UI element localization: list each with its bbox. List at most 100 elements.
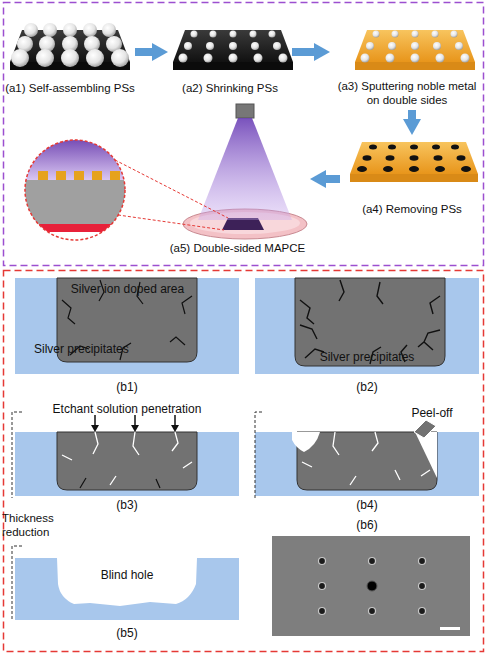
annotation: Silver ion doped area <box>60 282 195 296</box>
penetration-arrow <box>91 425 179 432</box>
metal-pad <box>92 171 102 180</box>
sem-hole <box>369 608 376 615</box>
ps-sphere <box>61 49 79 67</box>
step-panel: (a5) Double-sided MAPCE <box>165 105 310 260</box>
ps-sphere <box>251 42 259 50</box>
hole <box>369 145 377 150</box>
metal-pad <box>56 171 66 180</box>
stage-panel: Peel-off (b4) <box>252 404 482 516</box>
ps-sphere <box>279 54 288 63</box>
ps-sphere <box>461 54 470 63</box>
hole <box>383 166 393 172</box>
ps-sphere <box>63 23 77 37</box>
sem-hole <box>319 583 326 590</box>
sem-hole <box>419 558 426 565</box>
ps-sphere <box>432 31 439 38</box>
ps-sphere <box>229 54 238 63</box>
glass <box>255 432 479 496</box>
sem-hole <box>419 608 426 615</box>
substrate <box>173 62 293 70</box>
ps-sphere <box>455 42 463 50</box>
substrate <box>173 30 293 62</box>
blind-hole <box>57 558 197 606</box>
panel-caption: (a3) Sputtering noble metal on double si… <box>330 80 484 108</box>
peeled-flap <box>414 420 436 438</box>
ps-sphere <box>86 49 104 67</box>
step-panel: (a2) Shrinking PSs <box>168 4 292 100</box>
annotation: Peel-off <box>397 406 467 420</box>
glass <box>15 558 239 620</box>
zoom-leader <box>118 215 224 230</box>
hole <box>461 166 471 172</box>
ps-sphere <box>36 49 54 67</box>
ps-sphere <box>43 23 57 37</box>
sem-hole <box>319 558 326 565</box>
thickness-bracket <box>12 412 22 498</box>
ps-sphere <box>412 31 419 38</box>
ps-sphere <box>411 54 420 63</box>
panel-caption: (b6) <box>252 518 482 532</box>
panel-caption: (b4) <box>252 498 482 512</box>
thickness-bracket <box>255 412 262 498</box>
sem-hole <box>419 583 426 590</box>
process-arrow <box>408 110 416 127</box>
panel-caption: (a4) Removing PSs <box>335 203 487 217</box>
panel-caption: (a1) Self-assembling PSs <box>0 82 140 96</box>
lamp <box>236 104 254 118</box>
ps-sphere <box>24 23 38 37</box>
panel-caption: (a5) Double-sided MAPCE <box>150 242 325 256</box>
ps-sphere <box>230 31 237 38</box>
group-frame <box>4 3 484 266</box>
ps-sphere <box>451 31 458 38</box>
scale-bar <box>440 627 460 630</box>
ps-sphere <box>250 31 257 38</box>
ps-sphere <box>204 54 213 63</box>
ps-sphere <box>206 42 214 50</box>
metal-pad <box>38 171 48 180</box>
removed-area <box>292 432 320 452</box>
stage-panel: Silver precipitates(b2) <box>252 276 482 400</box>
hole <box>451 145 459 150</box>
hole <box>410 155 419 161</box>
annotation: Thickness reduction <box>2 512 66 540</box>
ps-sphere <box>436 54 445 63</box>
crack <box>300 280 440 364</box>
crack <box>80 478 160 488</box>
hole <box>409 166 419 172</box>
hole <box>432 145 440 150</box>
process-arrow <box>318 175 340 183</box>
ps-sphere <box>392 31 399 38</box>
hole <box>434 155 443 161</box>
stage-panel: Silver ion doped areaSilver precipitates… <box>12 276 242 400</box>
process-arrow <box>135 48 160 56</box>
zoom-leader <box>115 160 228 218</box>
process-arrow <box>292 48 322 56</box>
hole <box>363 155 372 161</box>
ps-sphere <box>388 42 396 50</box>
panel-caption: (b5) <box>12 626 242 640</box>
light-beam <box>198 118 292 220</box>
etchant-path <box>302 432 430 485</box>
inset-layer <box>20 224 130 232</box>
panel-caption: (a2) Shrinking PSs <box>163 82 297 96</box>
panel-caption: (b2) <box>252 380 482 394</box>
etchant-path <box>62 432 192 485</box>
metal-film <box>355 62 475 70</box>
stage-panel: Blind hole(b5) <box>12 540 242 648</box>
metal-film <box>350 174 478 182</box>
metal-pad <box>110 171 120 180</box>
hole <box>357 166 367 172</box>
hole <box>386 155 395 161</box>
doped-area <box>297 432 437 490</box>
glass <box>15 432 239 496</box>
ps-sphere <box>366 42 374 50</box>
hole <box>457 155 466 161</box>
doped-area <box>57 432 197 490</box>
removed-area <box>415 432 437 478</box>
metal-film <box>355 30 475 62</box>
ps-sphere <box>179 54 188 63</box>
penetration-arrow <box>95 415 175 426</box>
doped-area <box>295 278 445 366</box>
ps-sphere <box>386 54 395 63</box>
sem-image <box>272 536 470 636</box>
